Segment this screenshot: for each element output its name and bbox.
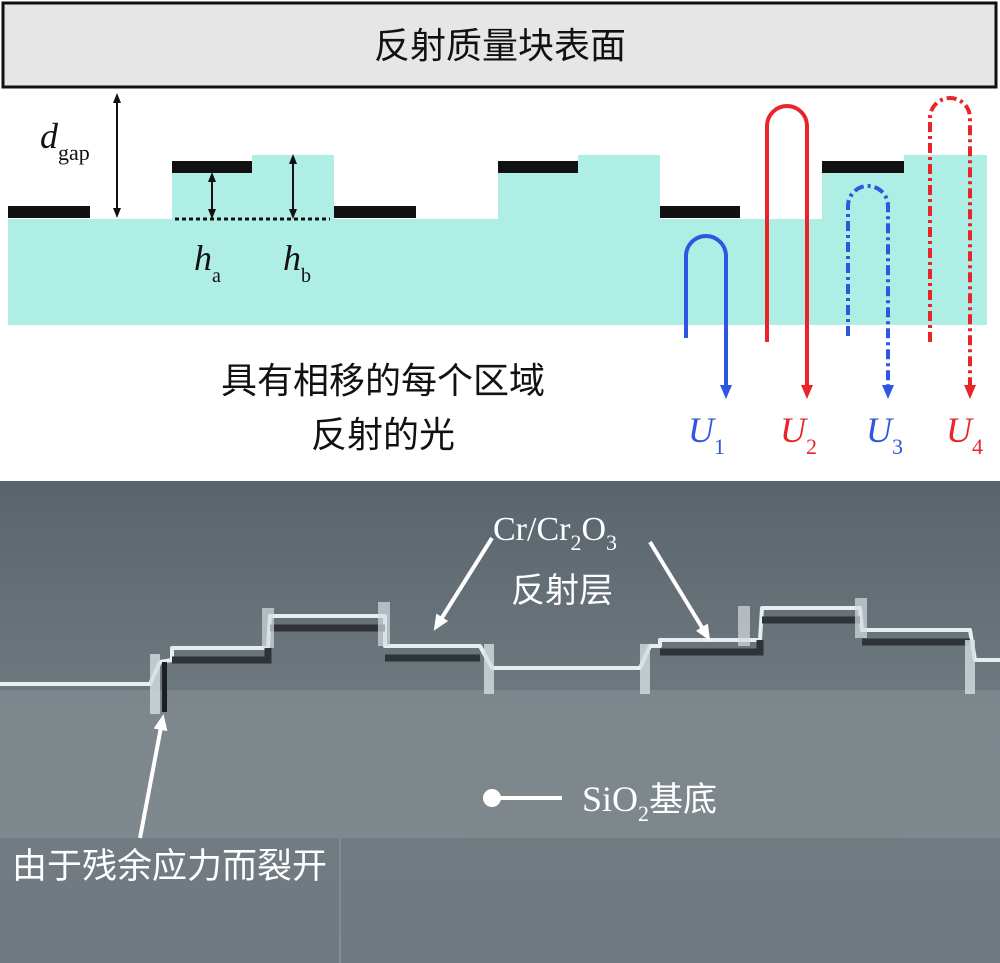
beam-u4-label: U4 xyxy=(946,410,983,459)
crack-arrow xyxy=(138,714,168,839)
caption-line-2: 反射的光 xyxy=(311,415,455,456)
reflective-layer-arrow-right xyxy=(648,540,711,641)
sem-edge xyxy=(484,644,494,694)
sem-edge xyxy=(640,644,650,694)
beam-u4 xyxy=(928,96,976,399)
sem-label-patch xyxy=(465,770,905,838)
metal-bar xyxy=(334,206,416,218)
sem-edge xyxy=(378,602,390,646)
sem-reflective-layer xyxy=(172,616,970,664)
sem-edge xyxy=(738,606,750,646)
gap-label: dgap xyxy=(40,116,90,165)
beam-u1-label: U1 xyxy=(688,410,725,459)
sem-edge xyxy=(855,598,867,638)
reflective-layer-label-line2: 反射层 xyxy=(511,571,613,611)
metal-bar xyxy=(498,161,578,173)
beam-u3 xyxy=(846,184,894,399)
metal-bar xyxy=(8,206,90,218)
caption-line-1: 具有相移的每个区域 xyxy=(221,361,545,402)
substrate-label: SiO2基底 xyxy=(582,779,717,826)
metal-bar xyxy=(172,161,252,173)
sem-lower-band xyxy=(0,838,1000,963)
proof-mass xyxy=(1,1,998,89)
metal-bar xyxy=(660,206,740,218)
sem-edge xyxy=(262,608,274,648)
reflective-layer-arrow-left xyxy=(433,536,494,631)
beam-u3-label: U3 xyxy=(866,410,903,459)
sem-micrograph: Cr/Cr2O3 反射层 SiO2基底 由于残余应力而裂开 xyxy=(0,481,1000,963)
beam-u2 xyxy=(765,104,813,399)
schematic: 反射质量块表面 dgap ha hb 具有相移的每个区域 反射的光 xyxy=(1,1,998,459)
sem-edge xyxy=(150,654,160,714)
beam-u1 xyxy=(684,234,732,399)
substrate xyxy=(8,155,987,325)
proof-mass-label: 反射质量块表面 xyxy=(374,26,626,67)
reflective-layer-label: Cr/Cr2O3 xyxy=(493,511,617,555)
sem-crack xyxy=(162,662,167,712)
sem-edge xyxy=(965,640,975,694)
metal-bar xyxy=(822,161,904,173)
hb-label: hb xyxy=(283,238,311,287)
beam-u2-label: U2 xyxy=(780,410,817,459)
ha-label: ha xyxy=(194,238,221,287)
crack-label: 由于残余应力而裂开 xyxy=(12,847,327,887)
